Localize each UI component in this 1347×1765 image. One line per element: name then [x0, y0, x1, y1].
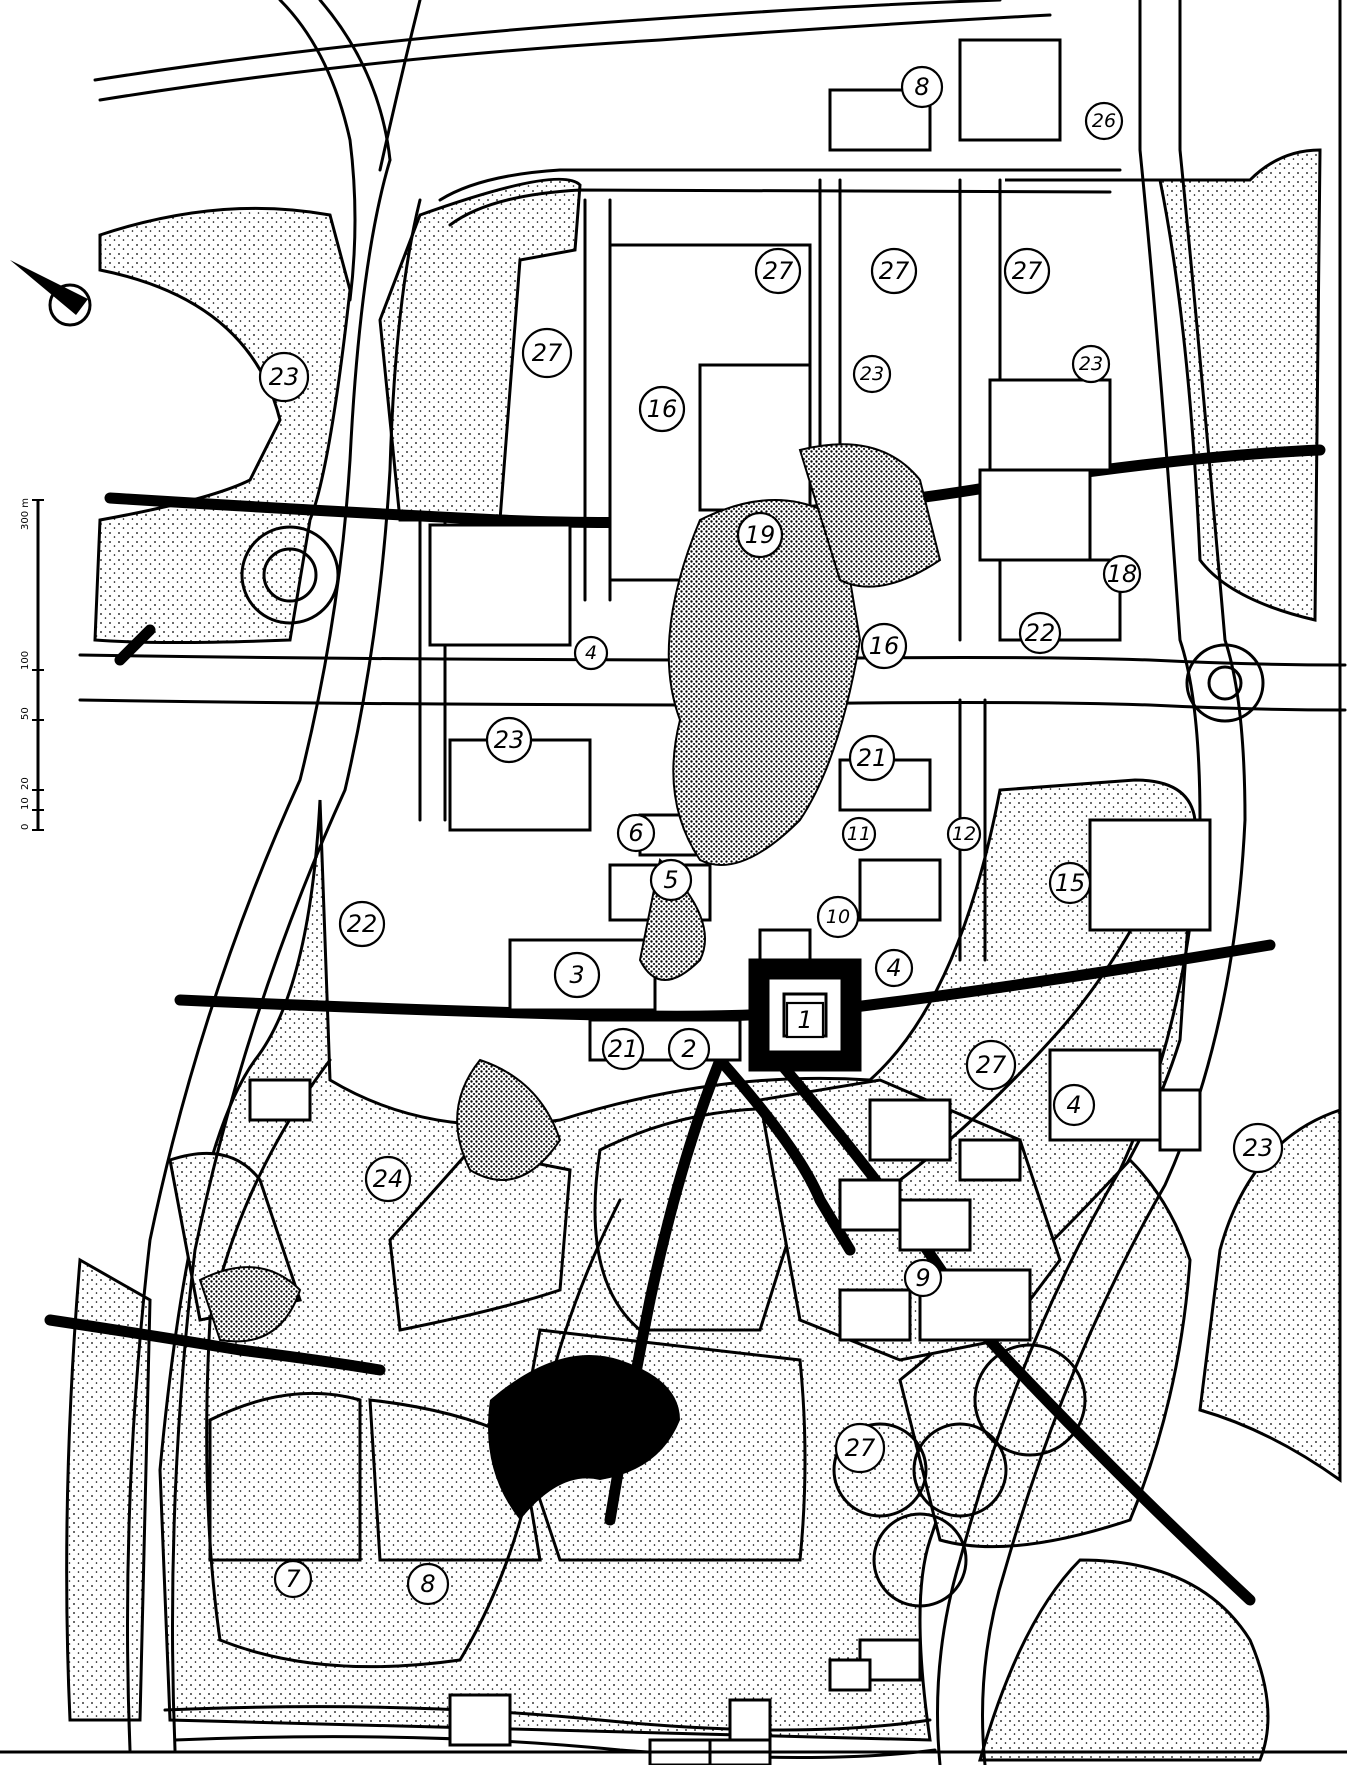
- map-label-23-a: 23: [258, 351, 310, 403]
- scale-tick-100: 100: [20, 651, 31, 670]
- dense-core: [198, 443, 942, 1343]
- central-plaza: [488, 1355, 680, 1520]
- map-label-27-b: 27: [870, 247, 918, 295]
- svg-text:27: 27: [763, 257, 794, 285]
- svg-text:11: 11: [847, 823, 871, 845]
- svg-text:23: 23: [494, 726, 525, 754]
- map-label-1: 1: [785, 1001, 825, 1039]
- svg-text:15: 15: [1055, 869, 1086, 897]
- svg-text:7: 7: [285, 1565, 301, 1593]
- map-label-8-a: 8: [900, 65, 944, 109]
- svg-text:24: 24: [373, 1165, 404, 1193]
- map-label-3: 3: [553, 951, 601, 999]
- scale-tick-0: 0: [20, 824, 31, 830]
- svg-text:16: 16: [869, 632, 900, 660]
- svg-text:23: 23: [1243, 1134, 1274, 1162]
- svg-text:1: 1: [797, 1006, 812, 1034]
- map-label-24: 24: [364, 1155, 412, 1203]
- scale-tick-20: 20: [20, 777, 31, 790]
- map-label-26: 26: [1084, 101, 1124, 141]
- map-label-27-d: 27: [521, 327, 573, 379]
- map-label-4-a: 4: [573, 635, 609, 671]
- map-label-12: 12: [946, 816, 982, 852]
- svg-text:5: 5: [663, 866, 678, 894]
- map-label-27-f: 27: [834, 1422, 886, 1474]
- svg-text:22: 22: [1025, 619, 1056, 647]
- map-label-21-b: 21: [601, 1027, 645, 1071]
- map-label-23-e: 23: [1232, 1122, 1284, 1174]
- svg-text:27: 27: [976, 1051, 1007, 1079]
- north-arrow-icon: [10, 260, 92, 327]
- svg-text:4: 4: [1066, 1091, 1081, 1119]
- map-label-2: 2: [667, 1027, 711, 1071]
- scale-tick-300: 300 m: [20, 498, 31, 530]
- svg-text:27: 27: [532, 339, 563, 367]
- map-label-11: 11: [841, 816, 877, 852]
- map-label-8-b: 8: [406, 1562, 450, 1606]
- map-label-6: 6: [616, 813, 656, 853]
- svg-text:26: 26: [1092, 110, 1116, 132]
- map-label-27-a: 27: [754, 247, 802, 295]
- map-label-21-a: 21: [848, 734, 896, 782]
- svg-text:4: 4: [886, 954, 901, 982]
- map-label-22-a: 22: [1018, 611, 1062, 655]
- svg-text:6: 6: [628, 819, 643, 847]
- map-label-23-d: 23: [1071, 344, 1111, 384]
- svg-text:22: 22: [347, 910, 378, 938]
- map-label-16-b: 16: [860, 622, 908, 670]
- svg-text:21: 21: [857, 744, 888, 772]
- plan-labels: 1 2 3 4 4 4 5 6 7 8 8 9 10 11 12 15 16 1…: [258, 65, 1284, 1606]
- map-label-23-c: 23: [852, 354, 892, 394]
- svg-text:27: 27: [1012, 257, 1043, 285]
- svg-text:8: 8: [914, 73, 929, 101]
- svg-text:21: 21: [608, 1035, 639, 1063]
- svg-text:23: 23: [1079, 353, 1103, 375]
- map-label-27-e: 27: [965, 1039, 1017, 1091]
- svg-text:27: 27: [879, 257, 910, 285]
- svg-text:3: 3: [569, 961, 584, 989]
- map-label-9: 9: [903, 1258, 943, 1298]
- map-label-27-c: 27: [1003, 247, 1051, 295]
- map-label-18: 18: [1102, 554, 1142, 594]
- scale-tick-50: 50: [20, 707, 31, 720]
- svg-text:19: 19: [745, 521, 776, 549]
- svg-text:16: 16: [647, 395, 678, 423]
- map-label-23-b: 23: [485, 716, 533, 764]
- map-label-15: 15: [1048, 861, 1092, 905]
- svg-text:27: 27: [845, 1434, 876, 1462]
- svg-text:18: 18: [1107, 560, 1138, 588]
- map-label-22-b: 22: [338, 900, 386, 948]
- svg-text:2: 2: [681, 1035, 696, 1063]
- map-label-4-c: 4: [1052, 1083, 1096, 1127]
- map-label-10: 10: [816, 895, 860, 939]
- map-label-19: 19: [736, 511, 784, 559]
- map-label-7: 7: [273, 1559, 313, 1599]
- svg-text:23: 23: [269, 363, 300, 391]
- map-label-16-a: 16: [638, 385, 686, 433]
- svg-text:4: 4: [585, 642, 597, 664]
- scale-bar: 0 10 20 50 100 300 m: [20, 498, 44, 831]
- svg-text:12: 12: [952, 823, 976, 845]
- svg-text:10: 10: [826, 906, 850, 928]
- map-label-4-b: 4: [874, 948, 914, 988]
- scale-tick-10: 10: [20, 797, 31, 810]
- map-label-5: 5: [649, 858, 693, 902]
- svg-text:9: 9: [915, 1264, 930, 1292]
- svg-text:8: 8: [420, 1570, 435, 1598]
- svg-text:23: 23: [860, 363, 884, 385]
